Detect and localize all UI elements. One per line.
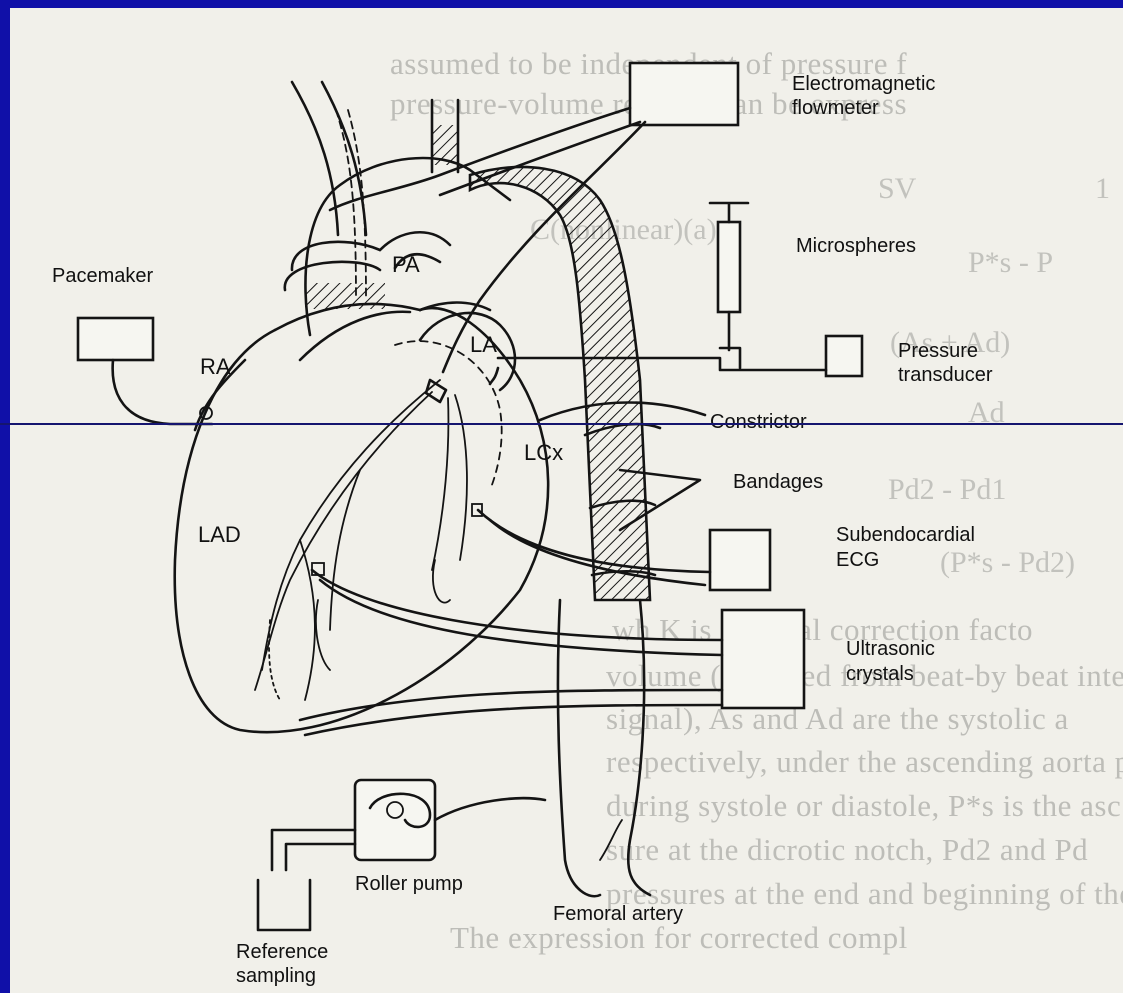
electromagnetic-flowmeter [330, 63, 738, 372]
label-ultrasonic-line1: Ultrasonic [846, 638, 935, 660]
pressure-transducer [490, 336, 862, 384]
divider-line [0, 423, 1123, 425]
label-roller-pump: Roller pump [355, 873, 463, 895]
label-flowmeter-line1: Electromagnetic [792, 73, 935, 95]
label-lad: LAD [198, 522, 241, 547]
label-constrictor: Constrictor [710, 411, 807, 433]
label-femoral-artery: Femoral artery [553, 903, 683, 925]
microspheres-syringe [710, 203, 748, 350]
roller-pump [258, 780, 545, 930]
label-ecg-line2: ECG [836, 549, 879, 571]
label-lcx: LCx [524, 440, 563, 465]
label-pa: PA [392, 252, 420, 277]
heart-outline [175, 158, 650, 732]
label-reference-line2: sampling [236, 965, 316, 987]
label-flowmeter-line2: flowmeter [792, 97, 879, 119]
label-la: LA [470, 332, 497, 357]
label-ra: RA [200, 354, 231, 379]
label-ultrasonic-line2: crystals [846, 663, 914, 685]
pacemaker [78, 318, 212, 424]
label-pressure-line2: transducer [898, 364, 993, 386]
label-bandages: Bandages [733, 471, 823, 493]
femoral-artery-lines [558, 600, 650, 896]
label-ecg-line1: Subendocardial [836, 524, 975, 546]
label-reference-line1: Reference [236, 941, 328, 963]
label-pacemaker: Pacemaker [52, 265, 153, 287]
label-pressure-line1: Pressure [898, 340, 978, 362]
label-microspheres: Microspheres [796, 235, 916, 257]
